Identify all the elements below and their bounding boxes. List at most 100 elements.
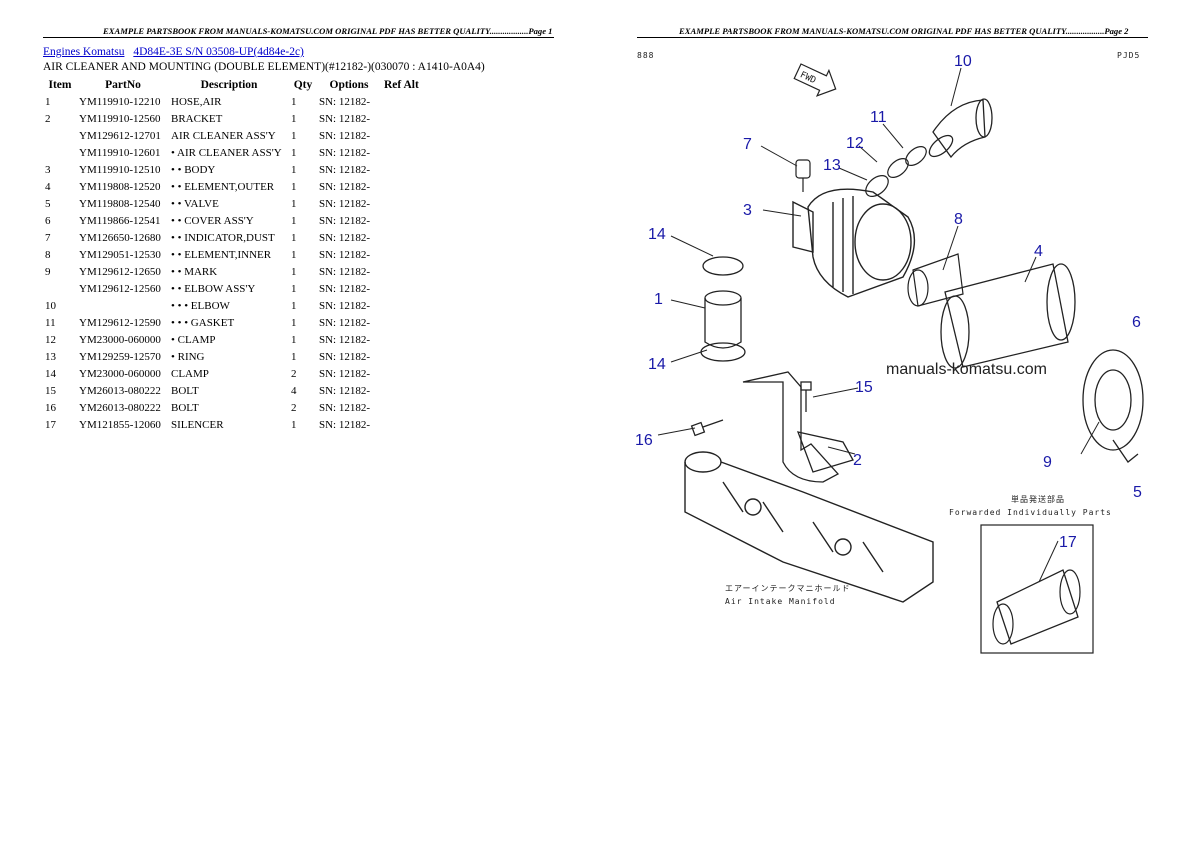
- cell-refalt: [381, 178, 422, 195]
- cell-description: • • • ELBOW: [171, 299, 230, 312]
- cell-options: SN: 12182-: [319, 95, 371, 108]
- cell-description: • • MARK: [171, 265, 218, 278]
- cell-item: 13: [45, 350, 56, 363]
- col-header-partno: PartNo: [105, 78, 141, 91]
- cell-qty: 1: [291, 299, 297, 312]
- callout-16: 16: [635, 432, 653, 449]
- cell-item: 17: [45, 418, 56, 431]
- cell-item: 8: [45, 248, 51, 261]
- cell-partno: YM126650-12680: [79, 231, 161, 244]
- cell-options: SN: 12182-: [319, 129, 371, 142]
- cell-description: CLAMP: [171, 367, 209, 380]
- callout-9: 9: [1043, 454, 1052, 471]
- cell-item: 16: [45, 401, 56, 414]
- exploded-parts-diagram: 888 PJD5 FWD: [635, 51, 1144, 654]
- elbow-drawing: [928, 98, 993, 159]
- cell-partno: YM129612-12650: [79, 265, 161, 278]
- cell-description: • • • GASKET: [171, 316, 235, 329]
- bolts-drawing: [690, 381, 812, 437]
- cell-options: SN: 12182-: [319, 146, 371, 159]
- hose-drawing: [700, 256, 746, 362]
- cell-options: SN: 12182-: [319, 197, 371, 210]
- header-divider: [43, 37, 554, 38]
- cell-options: SN: 12182-: [319, 299, 371, 312]
- cell-refalt: [381, 246, 422, 263]
- col-header-qty: Qty: [293, 78, 313, 91]
- cell-options: SN: 12182-: [319, 163, 371, 176]
- callout-5: 5: [1133, 484, 1142, 501]
- cell-refalt: [381, 382, 422, 399]
- col-header-description: Description: [200, 78, 258, 91]
- cell-refalt: [381, 331, 422, 348]
- callout-12: 12: [846, 135, 864, 152]
- corner-code-left: 888: [637, 51, 654, 60]
- cell-qty: 1: [291, 350, 297, 363]
- cell-refalt: [381, 365, 422, 382]
- cell-partno: YM129259-12570: [79, 350, 161, 363]
- cell-options: SN: 12182-: [319, 180, 371, 193]
- cell-item: 7: [45, 231, 51, 244]
- cell-qty: 1: [291, 248, 297, 261]
- inner-element-drawing: [907, 253, 964, 307]
- cell-qty: 1: [291, 112, 297, 125]
- cell-qty: 1: [291, 214, 297, 227]
- cell-partno: YM26013-080222: [79, 401, 161, 414]
- cell-qty: 1: [291, 129, 297, 142]
- cell-partno: YM129612-12701: [79, 129, 161, 142]
- cell-description: • • VALVE: [171, 197, 219, 210]
- cell-partno: YM119808-12520: [79, 180, 161, 193]
- cell-partno: YM119808-12540: [79, 197, 161, 210]
- manifold-label-en: Air Intake Manifold: [725, 597, 836, 606]
- breadcrumb-link-model[interactable]: 4D84E-3E S/N 03508-UP(4d84e-2c): [133, 46, 304, 58]
- cell-options: SN: 12182-: [319, 231, 371, 244]
- cell-refalt: [381, 297, 422, 314]
- cell-description: AIR CLEANER ASS'Y: [171, 129, 276, 142]
- forwarded-parts-en: Forwarded Individually Parts: [949, 508, 1112, 517]
- cell-description: • • COVER ASS'Y: [171, 214, 254, 227]
- breadcrumb-link-engines[interactable]: Engines Komatsu: [43, 46, 125, 58]
- callout-4: 4: [1034, 243, 1043, 260]
- callout-11: 11: [870, 109, 887, 126]
- cell-item: [43, 280, 77, 297]
- cell-partno: YM119910-12601: [79, 146, 161, 159]
- cell-item: 11: [45, 316, 56, 329]
- cell-refalt: [381, 144, 422, 161]
- callout-1: 1: [654, 291, 663, 308]
- cell-item: 15: [45, 384, 56, 397]
- cell-partno: [77, 297, 169, 314]
- forwarded-parts-jp: 単品発送部品: [1011, 494, 1065, 504]
- table-row: YM129612-12701 AIR CLEANER ASS'Y 1 SN: 1218…: [43, 127, 422, 144]
- cell-refalt: [381, 348, 422, 365]
- leader-lines: [657, 67, 1100, 583]
- cell-description: • • ELEMENT,OUTER: [171, 180, 275, 193]
- cell-description: BRACKET: [171, 112, 223, 125]
- cell-description: SILENCER: [171, 418, 224, 431]
- table-header-row: Item PartNo Description Qty Options Ref …: [43, 76, 422, 93]
- cell-item: 1: [45, 95, 51, 108]
- cell-item: [43, 127, 77, 144]
- dust-indicator-drawing: [795, 159, 811, 192]
- col-header-item: Item: [48, 78, 72, 91]
- cell-refalt: [381, 93, 422, 110]
- callout-10: 10: [954, 53, 972, 70]
- cell-options: SN: 12182-: [319, 214, 371, 227]
- breadcrumb: Engines Komatsu 4D84E-3E S/N 03508-UP(4d…: [43, 46, 310, 58]
- header-divider: [637, 37, 1148, 38]
- cell-partno: YM119910-12560: [79, 112, 161, 125]
- cell-item: 5: [45, 197, 51, 210]
- col-header-refalt: Ref Alt: [384, 78, 419, 91]
- cell-qty: 1: [291, 146, 297, 159]
- cell-options: SN: 12182-: [319, 265, 371, 278]
- callout-14-top: 14: [648, 226, 666, 243]
- forward-arrow-icon: FWD: [793, 63, 837, 97]
- callout-13: 13: [823, 157, 841, 174]
- cell-options: SN: 12182-: [319, 384, 371, 397]
